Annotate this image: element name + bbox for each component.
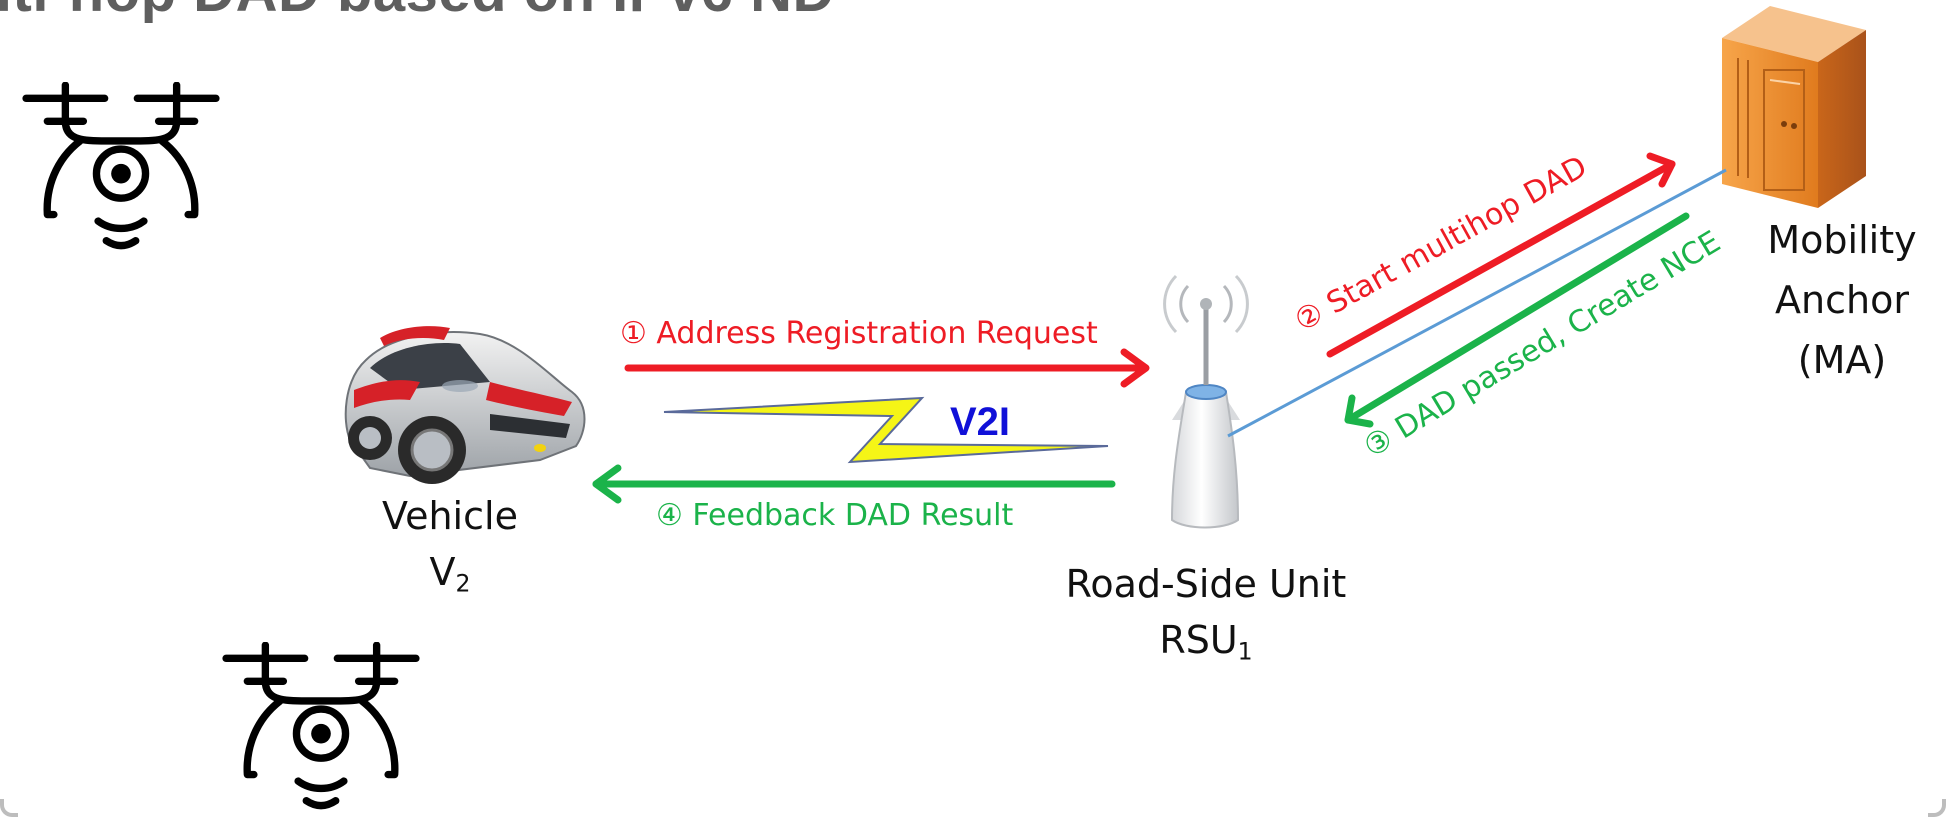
anchor-label: Mobility Anchor (MA) xyxy=(1746,210,1938,390)
label-feedback-dad: ④ Feedback DAD Result xyxy=(656,498,1014,533)
anchor-line-3: (MA) xyxy=(1797,338,1887,382)
car-icon xyxy=(344,326,586,484)
drone-icon xyxy=(26,85,216,245)
backhaul-link xyxy=(1227,168,1727,438)
rsu-id: RSU1 xyxy=(1159,618,1253,666)
arrow-address-registration xyxy=(624,348,1150,388)
vehicle-label: Vehicle V2 xyxy=(360,488,540,612)
arrow-feedback-dad xyxy=(592,464,1116,504)
vehicle-id: V2 xyxy=(429,550,471,598)
label-address-registration: ① Address Registration Request xyxy=(620,316,1098,351)
slide-title: ulti-hop DAD based on IPv6 ND xyxy=(0,0,835,25)
server-icon xyxy=(1722,6,1866,208)
antenna-icon xyxy=(1163,274,1249,529)
anchor-line-2: Anchor xyxy=(1775,278,1909,322)
vehicle-name: Vehicle xyxy=(382,494,518,538)
slide-corner xyxy=(1928,799,1946,817)
slide-corner xyxy=(0,799,18,817)
arrow-start-multihop-dad xyxy=(1326,152,1676,358)
rsu-label: Road-Side Unit RSU1 xyxy=(1036,556,1376,680)
arrow-dad-passed xyxy=(1344,212,1690,428)
drone-icon xyxy=(226,645,416,805)
rsu-name: Road-Side Unit xyxy=(1065,562,1347,606)
v2i-label: V2I xyxy=(950,400,1011,444)
anchor-line-1: Mobility xyxy=(1767,218,1917,262)
v2i-lightning-icon xyxy=(663,396,1109,464)
